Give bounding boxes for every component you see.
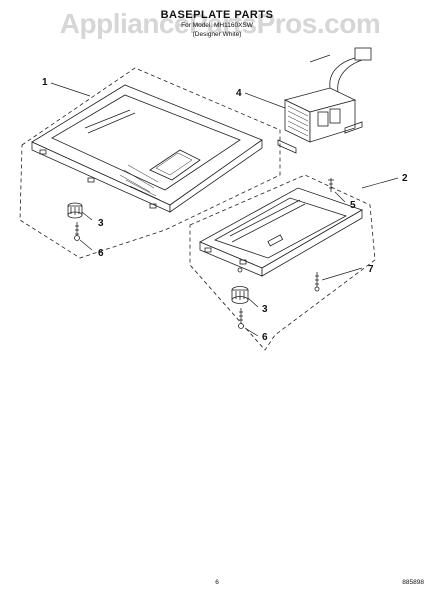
callout-5: 5 (350, 200, 356, 211)
screw-6b (238, 308, 244, 329)
screw-6a (74, 222, 80, 241)
page-header: BASEPLATE PARTS For Model: MH1160XSW (De… (0, 10, 434, 38)
callout-3a: 3 (98, 218, 104, 229)
callout-7: 7 (368, 264, 374, 275)
page-title: BASEPLATE PARTS (160, 9, 274, 21)
callout-4: 4 (236, 88, 242, 99)
foot-3a (67, 202, 83, 219)
leader-lines (50, 82, 399, 337)
page-number: 6 (215, 579, 219, 586)
callout-2: 2 (402, 173, 408, 184)
watermark: AppliancePartsPros.com (59, 8, 381, 39)
part-1-group-outline (19, 67, 281, 259)
callout-6b: 6 (262, 332, 268, 343)
screw-5 (328, 178, 334, 192)
callout-1: 1 (42, 77, 48, 88)
base-plate-2 (199, 187, 363, 277)
document-code: 885898 (402, 579, 424, 586)
model-line: For Model: MH1160XSW (181, 22, 253, 29)
callout-6a: 6 (98, 248, 104, 259)
base-plate-1 (31, 84, 263, 213)
foot-3b (231, 286, 249, 304)
color-line: (Designer White) (192, 30, 242, 38)
screw-7 (314, 272, 320, 292)
callout-3b: 3 (262, 304, 268, 315)
transformer-4 (277, 47, 372, 154)
